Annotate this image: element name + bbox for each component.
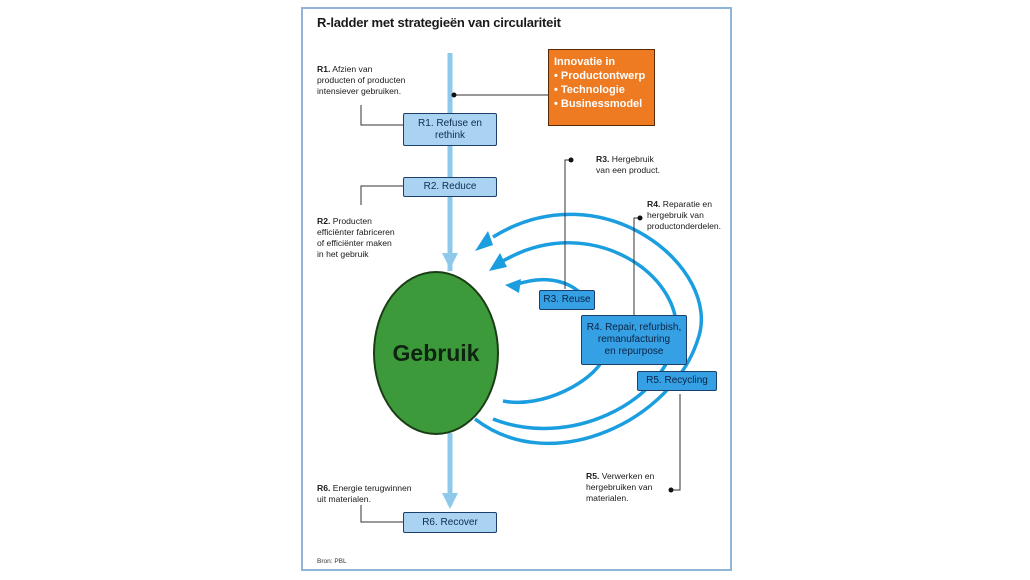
gebruik-label: Gebruik xyxy=(392,339,480,366)
r5-loop xyxy=(473,212,704,446)
diagram-connectors xyxy=(360,53,704,523)
r3-loop-arrowhead xyxy=(505,279,521,293)
r6-leader xyxy=(360,505,403,523)
r5-loop-arrowhead xyxy=(475,231,493,251)
note-r3: R3. Hergebruik van een product. xyxy=(596,154,661,175)
box-r2: R2. Reduce xyxy=(403,177,497,197)
r1-leader xyxy=(360,105,403,126)
diagram-title: R-ladder met strategieën van circularite… xyxy=(317,15,561,30)
note-r6: R6. Energie terugwinnen uit materialen. xyxy=(317,483,412,504)
flow-arrowhead-top xyxy=(442,253,458,269)
note-r4: R4. Reparatie en hergebruik van producto… xyxy=(647,199,722,231)
innovation-box: Innovatie in • Productontwerp • Technolo… xyxy=(548,49,655,126)
note-r2: R2. Producten efficiënter fabriceren of … xyxy=(317,216,395,259)
gebruik-circle: Gebruik xyxy=(373,271,499,435)
box-r6: R6. Recover xyxy=(403,512,497,533)
source-note: Bron: PBL xyxy=(317,558,347,565)
r3-loop-lower xyxy=(502,358,605,405)
innovation-item: • Productontwerp xyxy=(554,70,646,82)
box-r3: R3. Reuse xyxy=(539,290,595,310)
innovation-item: • Technologie xyxy=(554,84,625,96)
innovation-item: • Businessmodel xyxy=(554,98,643,110)
r3-leader xyxy=(564,159,571,289)
box-r5: R5. Recycling xyxy=(637,371,717,391)
diagram-frame: R-ladder met strategieën van circularite… xyxy=(301,7,732,571)
flow-arrowhead-bottom xyxy=(442,493,458,509)
innovation-heading: Innovatie in xyxy=(554,56,616,68)
note-r5: R5. Verwerken en hergebruiken van materi… xyxy=(586,471,655,503)
r5-leader xyxy=(671,394,681,491)
r2-leader xyxy=(360,185,403,205)
r4-loop-arrowhead xyxy=(489,253,507,271)
note-r1: R1. Afzien van producten of producten in… xyxy=(317,64,406,96)
